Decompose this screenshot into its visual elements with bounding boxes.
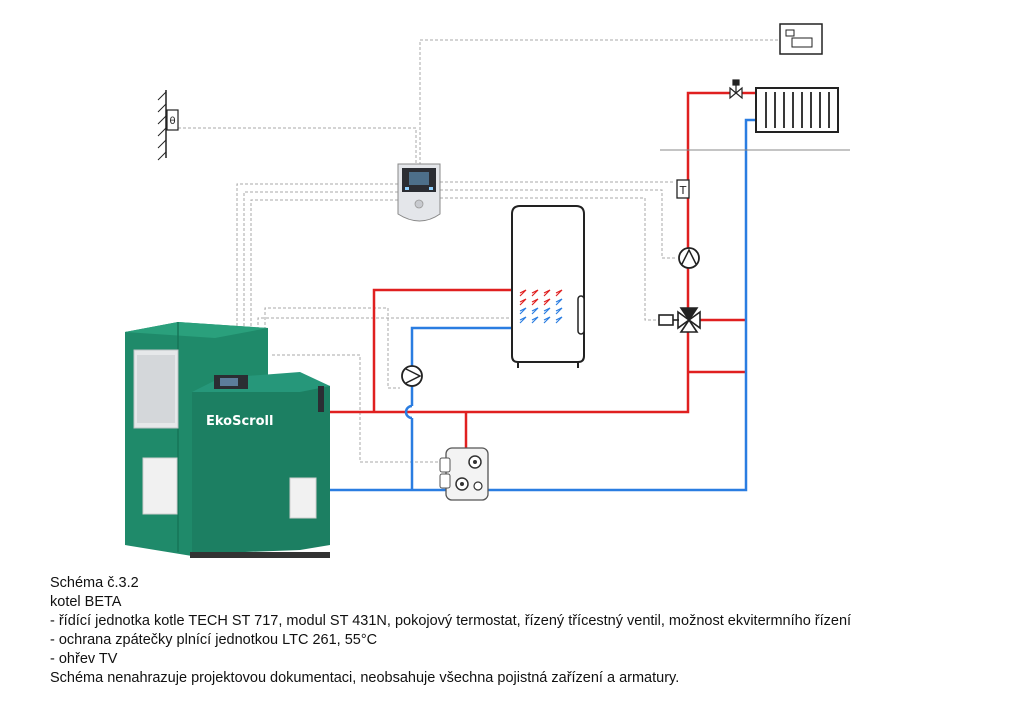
caption-control-description: - řídící jednotka kotle TECH ST 717, mod… bbox=[50, 613, 852, 629]
heating-scheme-diagram: θ T bbox=[125, 23, 850, 558]
caption-title: Schéma č.3.2 bbox=[50, 575, 139, 591]
tank-coil-return bbox=[519, 298, 563, 324]
outdoor-sensor-label: θ bbox=[169, 116, 175, 127]
temperature-sensor-label: T bbox=[679, 184, 687, 197]
outdoor-sensor: θ bbox=[157, 90, 179, 161]
caption-boiler: kotel BETA bbox=[50, 594, 122, 610]
caption-disclaimer: Schéma nenahrazuje projektovou dokumenta… bbox=[50, 670, 680, 686]
return-protection-unit bbox=[439, 447, 489, 501]
caption-return-protection: - ochrana zpátečky plnící jednotkou LTC … bbox=[50, 632, 378, 648]
caption-hot-water: - ohřev TV bbox=[50, 651, 118, 667]
tank-coil-supply bbox=[519, 289, 563, 306]
diagram-caption: Schéma č.3.2 kotel BETA - řídící jednotk… bbox=[50, 574, 1010, 688]
hot-water-tank bbox=[511, 205, 585, 368]
boiler: EkoScroll bbox=[125, 322, 330, 558]
radiator-valve bbox=[729, 79, 743, 100]
three-way-valve bbox=[658, 307, 701, 333]
radiator bbox=[755, 87, 839, 133]
controller-unit bbox=[397, 163, 441, 222]
pump-heating bbox=[678, 247, 700, 269]
room-thermostat bbox=[779, 23, 823, 55]
boiler-brand: EkoScroll bbox=[206, 414, 273, 429]
temperature-sensor: T bbox=[676, 179, 690, 199]
control-wiring bbox=[178, 39, 780, 463]
pump-tank bbox=[401, 365, 423, 387]
